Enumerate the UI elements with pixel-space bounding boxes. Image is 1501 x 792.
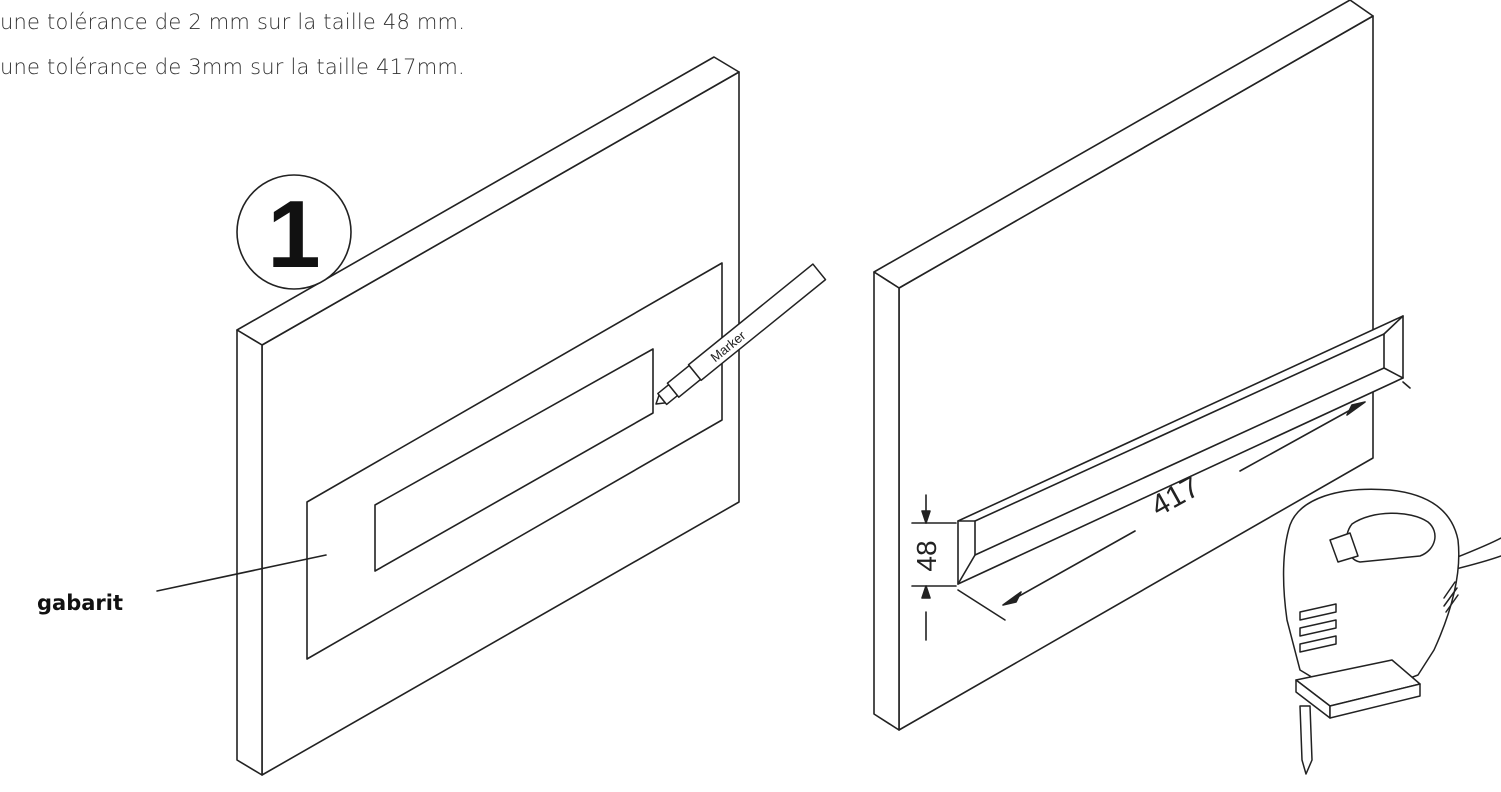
step-number: 1 bbox=[267, 181, 320, 288]
height-dimension-text: 48 bbox=[911, 540, 942, 571]
tolerance-note-48: une tolérance de 2 mm sur la taille 48 m… bbox=[0, 10, 466, 34]
length-dimension-line bbox=[957, 381, 1411, 621]
step-circle bbox=[236, 174, 352, 290]
height-arrow-top bbox=[921, 510, 931, 524]
tolerance-note-417: une tolérance de 3mm sur la taille 417mm… bbox=[0, 55, 465, 79]
length-arrow-left bbox=[1002, 591, 1022, 606]
template-label: gabarit bbox=[37, 591, 123, 615]
length-arrow-right bbox=[1346, 401, 1366, 416]
jigsaw-icon bbox=[1282, 488, 1501, 775]
cut-opening bbox=[957, 315, 1404, 585]
cutout-trace bbox=[374, 348, 654, 572]
height-arrow-bottom bbox=[921, 585, 931, 599]
template-leader-line bbox=[156, 554, 327, 592]
